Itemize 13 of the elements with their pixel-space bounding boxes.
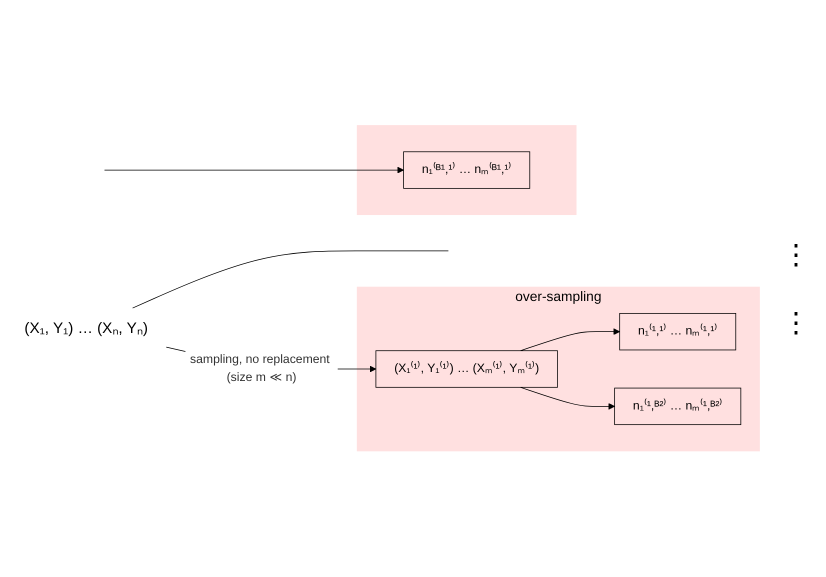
connector bbox=[132, 250, 449, 309]
arrow bbox=[520, 387, 615, 410]
arrow bbox=[104, 167, 404, 174]
vertical-ellipsis: ⋮ bbox=[782, 240, 810, 268]
cluster bbox=[356, 125, 577, 216]
edge-label: sampling, no replacement (size m ≪ n) bbox=[190, 353, 330, 385]
node-box: n₁⁽¹,¹⁾ … nₘ⁽¹,¹⁾ bbox=[619, 313, 736, 351]
node-text: (X₁, Y₁) … (Xₙ, Yₙ) bbox=[24, 320, 148, 338]
node-box: n₁⁽¹,ᴮ²⁾ … nₘ⁽¹,ᴮ²⁾ bbox=[614, 388, 742, 426]
node-box: n₁⁽ᴮ¹,¹⁾ … nₘ⁽ᴮ¹,¹⁾ bbox=[403, 152, 530, 190]
arrow bbox=[520, 328, 620, 352]
vertical-ellipsis: ⋮ bbox=[782, 308, 810, 336]
node-box: (X₁⁽¹⁾, Y₁⁽¹⁾) … (Xₘ⁽¹⁾, Yₘ⁽¹⁾) bbox=[376, 350, 558, 388]
